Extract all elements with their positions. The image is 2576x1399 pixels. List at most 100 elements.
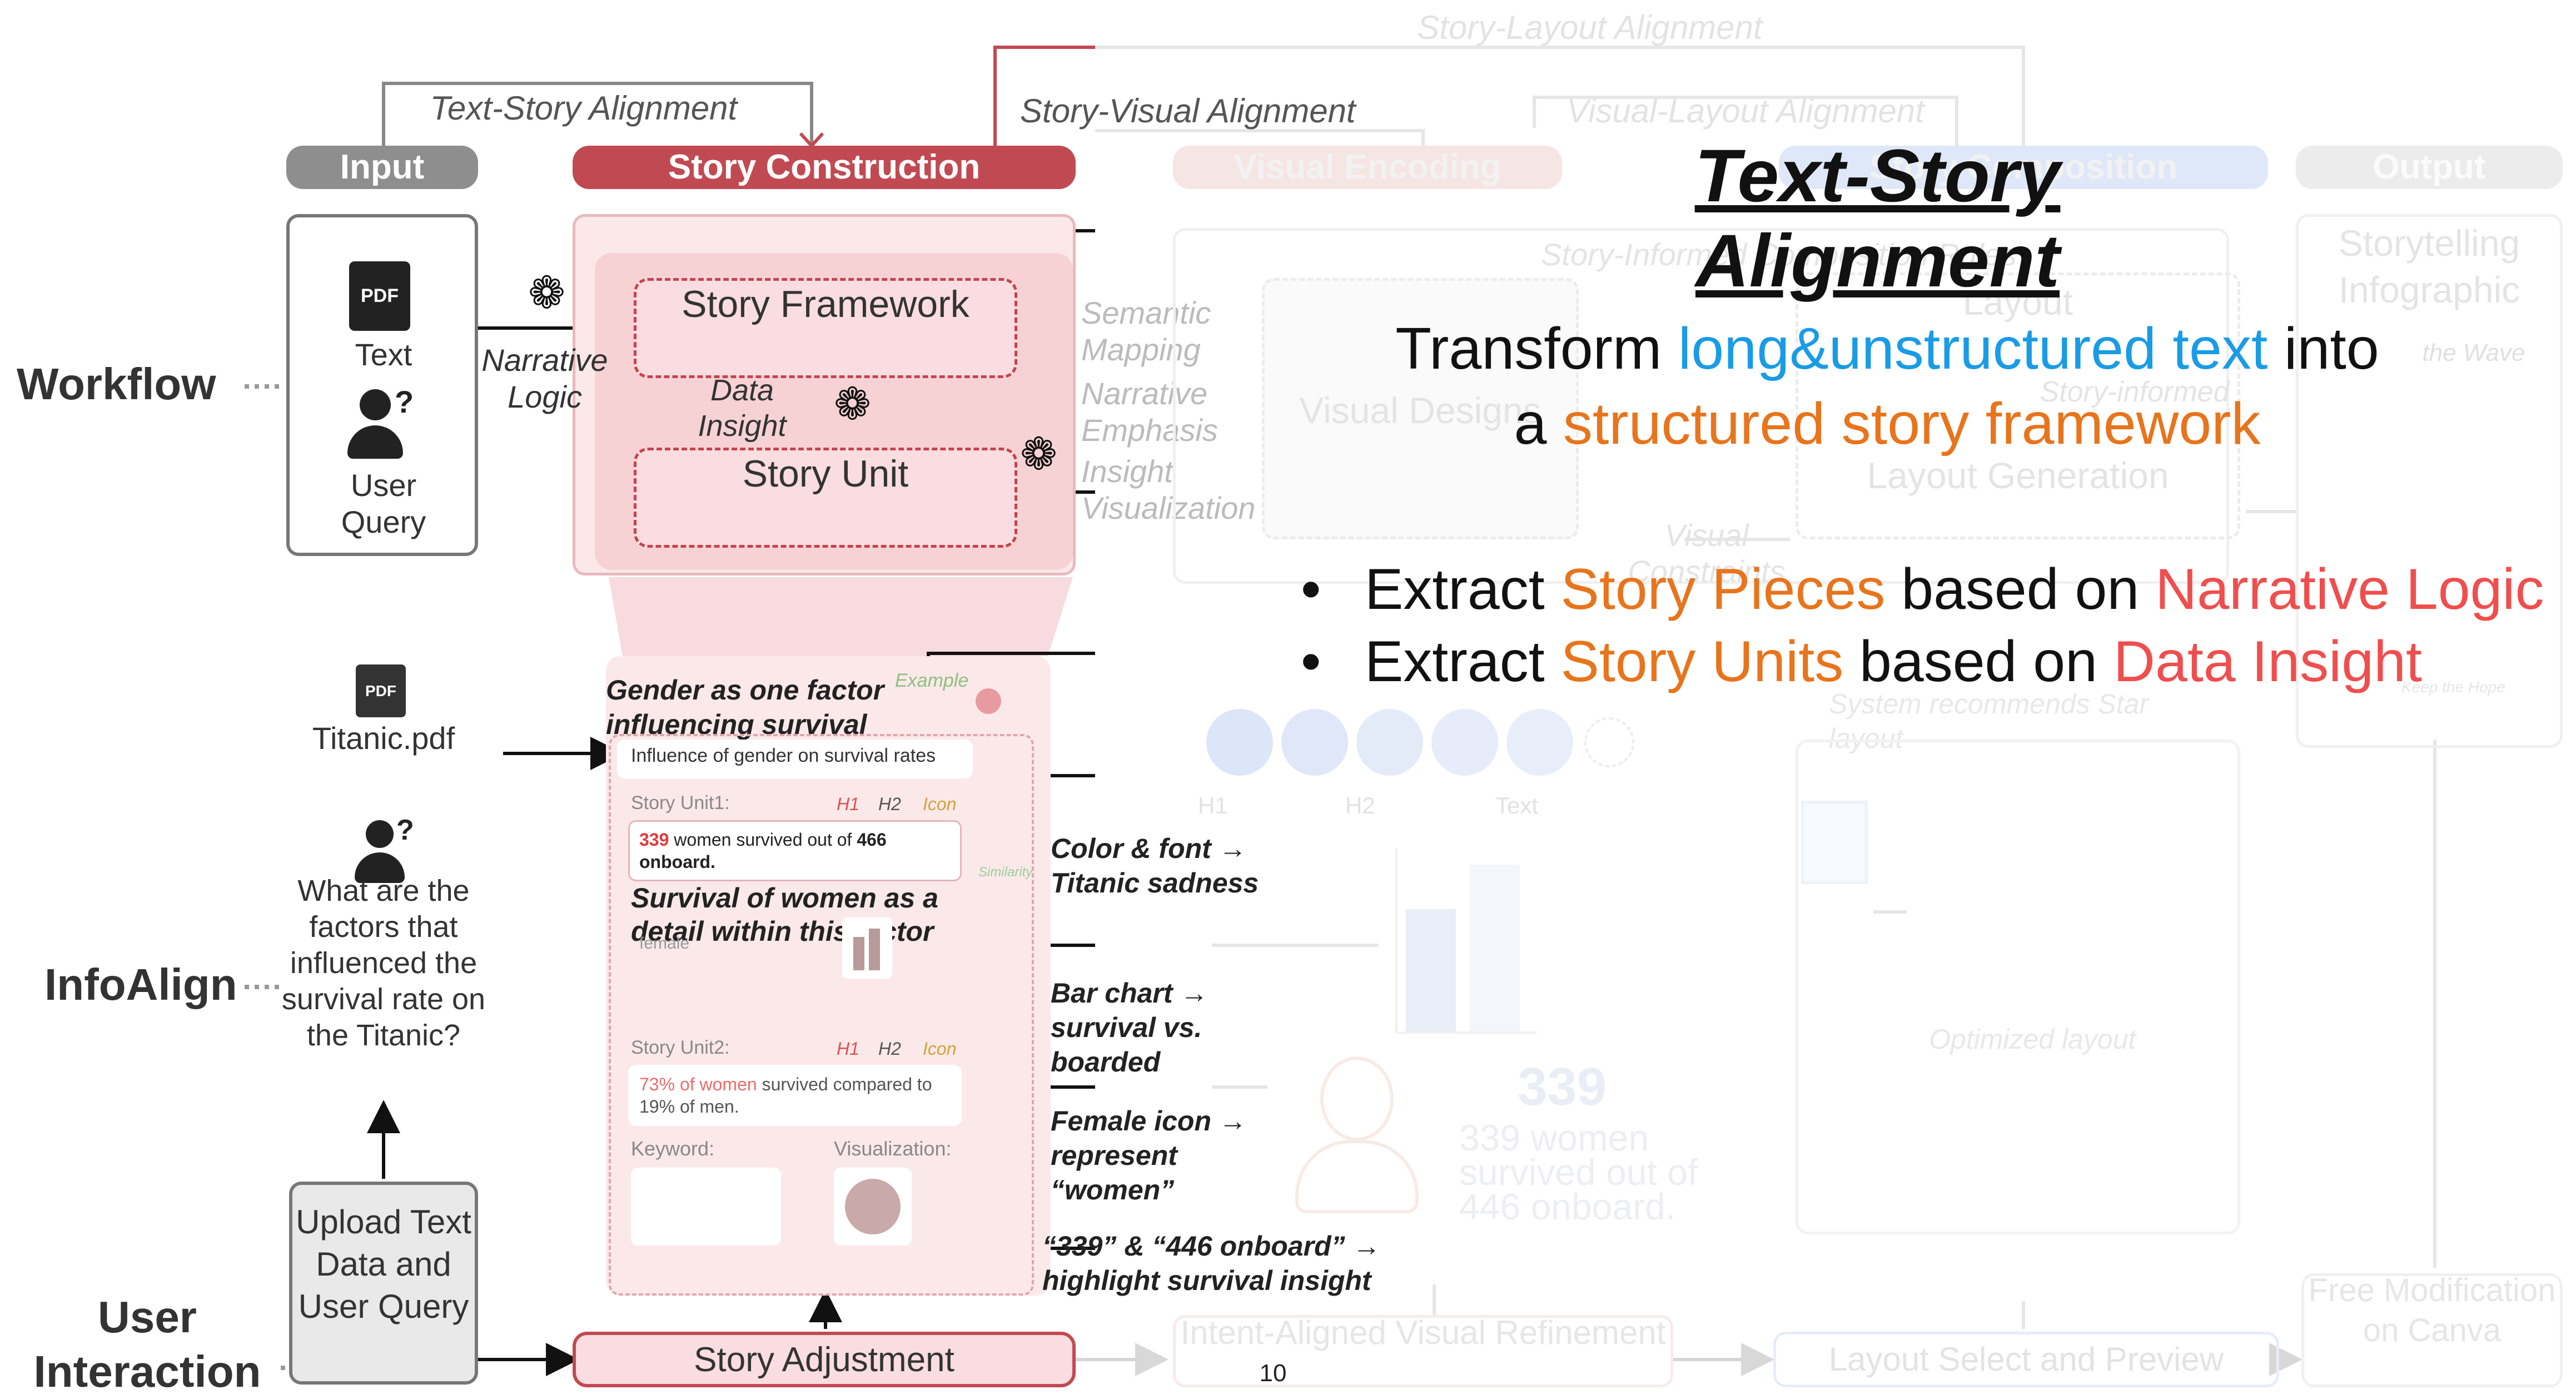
storytelling-infographic-label: Storytelling Infographic <box>2338 222 2520 310</box>
visual-designs-label: Visual Designs <box>1299 390 1541 431</box>
row-label-workflow: Workflow <box>17 359 216 409</box>
color-font-mapping: Color & font → Titanic sadness <box>1051 833 1259 899</box>
similarity-label: Similarity <box>978 865 1033 880</box>
bar-chart-mapping: Bar chart → survival vs. boarded <box>1051 978 1209 1078</box>
input-text-label: Text <box>355 337 412 372</box>
big-text: 339 women survived out of 446 onboard. <box>1459 1117 1698 1227</box>
layout-label: Layout <box>1962 281 2073 323</box>
story-framework-label: Story Framework <box>682 283 969 325</box>
visualization-field[interactable] <box>834 1168 912 1246</box>
the-wave-label: the Wave <box>2422 339 2525 366</box>
text-story-alignment-label: Text-Story Alignment <box>430 90 738 127</box>
female-figure <box>1290 1051 1419 1213</box>
keyword-label: Keyword: <box>631 1137 715 1160</box>
unit1-field[interactable] <box>628 820 962 881</box>
intent-aligned-label: Intent-Aligned Visual Refinement <box>1180 1314 1666 1351</box>
keyword-field[interactable] <box>631 1168 781 1246</box>
stage-story-composition: Story Composition <box>1779 146 2268 189</box>
story-visual-alignment-label: Story-Visual Alignment <box>1020 92 1356 130</box>
llm-icon: ❁ <box>834 379 872 429</box>
intent-aligned-box <box>1173 1315 1673 1387</box>
visual-designs-box <box>1262 278 1579 539</box>
insight-visualization-label: Insight Visualization <box>1081 454 1256 525</box>
composition-rules-label: Story-Informed Composition Rules <box>1541 237 2017 272</box>
page-number: 10 <box>1259 1360 1287 1387</box>
unit2-text: 73% of women survived compared to 19% of… <box>639 1074 932 1117</box>
visual-layout-alignment-label: Visual-Layout Alignment <box>1567 92 1924 130</box>
h1-tag[interactable]: H1 <box>837 794 859 814</box>
visual-constraints-label: Visual Constraints <box>1628 518 1786 589</box>
slide-intro: Transform long&unstructured text into a … <box>1395 316 2379 457</box>
bullet-item: •Extract Story Pieces based on Narrative… <box>1301 557 2544 622</box>
icon-tag[interactable]: Icon <box>923 794 957 814</box>
upload-box[interactable] <box>289 1182 478 1385</box>
bullet-item: •Extract Story Units based on Data Insig… <box>1301 629 2422 694</box>
stage-input: Input <box>286 146 478 189</box>
keep-the-hope-label: Keep the Hope <box>2401 678 2505 696</box>
text-legend: Text <box>1495 792 1539 818</box>
titanic-pdf-icon: PDF <box>356 664 406 717</box>
color-swatches <box>1206 706 1707 778</box>
influence-field[interactable] <box>617 740 973 778</box>
data-insight-label: Data Insight <box>698 374 787 443</box>
big-number: 339 <box>1518 1057 1607 1117</box>
story-framework-node <box>634 278 1017 378</box>
unit2-field[interactable] <box>628 1065 962 1126</box>
user-query-icon: ? <box>347 384 414 462</box>
story-unit1-label: Story Unit1: <box>631 792 730 813</box>
story-unit2-label: Story Unit2: <box>631 1037 730 1058</box>
layout-box <box>1796 272 2240 539</box>
narrative-emphasis-label: Narrative Emphasis <box>1081 376 1218 448</box>
semantic-mapping-label: Semantic Mapping <box>1081 295 1211 367</box>
story-adjustment-label: Story Adjustment <box>694 1341 954 1379</box>
story-adjustment-button[interactable] <box>573 1332 1076 1387</box>
influence-field-text: Influence of gender on survival rates <box>631 745 936 766</box>
gender-factor-label: Gender as one factor influencing surviva… <box>606 674 884 740</box>
h2-tag[interactable]: H2 <box>878 1039 901 1059</box>
icon-tag[interactable]: Icon <box>923 1039 957 1059</box>
row-label-infoalign: InfoAlign <box>44 960 237 1009</box>
female-keyword: female <box>639 934 690 952</box>
h2-tag[interactable]: H2 <box>878 794 901 814</box>
optimized-layout-label: Optimized layout <box>1929 1024 2136 1055</box>
unit1-text: 339 women survived out of 466 onboard. <box>639 830 887 872</box>
highlight-mapping: “339” & “446 onboard” → highlight surviv… <box>1042 1231 1381 1296</box>
h2-legend: H2 <box>1345 792 1375 818</box>
stage-output: Output <box>2296 146 2563 189</box>
titanic-pdf-label: Titanic.pdf <box>312 721 455 756</box>
pdf-icon: PDF <box>349 261 410 331</box>
example-label: Example <box>895 670 969 691</box>
remove-icon[interactable] <box>976 688 1001 714</box>
recommends-label: System recommends Star layout <box>1829 688 2149 754</box>
story-layout-alignment-label: Story-Layout Alignment <box>1417 9 1763 46</box>
visual-encoding-area <box>1173 228 2229 584</box>
story-unit-node <box>634 448 1017 548</box>
h1-legend: H1 <box>1198 792 1228 818</box>
free-modification-label: Free Modification on Canva <box>2308 1272 2556 1348</box>
question-user-icon: ? <box>355 814 414 887</box>
output-box <box>2296 214 2563 748</box>
story-unit-label: Story Unit <box>742 453 909 495</box>
female-icon-mapping: Female icon → represent “women” <box>1051 1105 1247 1205</box>
unit1-viz-thumb <box>842 917 892 979</box>
stage-story-construction: Story Construction <box>573 146 1076 189</box>
layout-generation-label: Layout Generation <box>1867 455 2169 496</box>
layout-select-label: Layout Select and Preview <box>1828 1341 2224 1378</box>
story-units-frame <box>609 734 1034 1296</box>
layout-preview <box>1796 740 2240 1234</box>
narrative-logic-label: Narrative Logic <box>481 343 608 414</box>
llm-icon: ❁ <box>528 268 566 317</box>
slide-bullets: •Extract Story Pieces based on Narrative… <box>1301 553 2574 698</box>
mini-bar-chart <box>1395 848 1536 1034</box>
h1-tag[interactable]: H1 <box>837 1039 859 1059</box>
layout-select-box <box>1773 1332 2279 1387</box>
llm-icon: ❁ <box>1020 429 1058 479</box>
free-modification-box <box>2301 1273 2563 1387</box>
visualization-label: Visualization: <box>834 1137 952 1160</box>
stage-visual-encoding: Visual Encoding <box>1173 146 1562 189</box>
story-informed-label: Story-informed <box>2040 376 2230 408</box>
slide-title: Text-Story Alignment <box>1694 135 2061 302</box>
layout-thumb[interactable] <box>1801 801 1868 884</box>
input-user-query-label: User Query <box>341 468 426 539</box>
upload-label: Upload Text Data and User Query <box>296 1203 471 1325</box>
